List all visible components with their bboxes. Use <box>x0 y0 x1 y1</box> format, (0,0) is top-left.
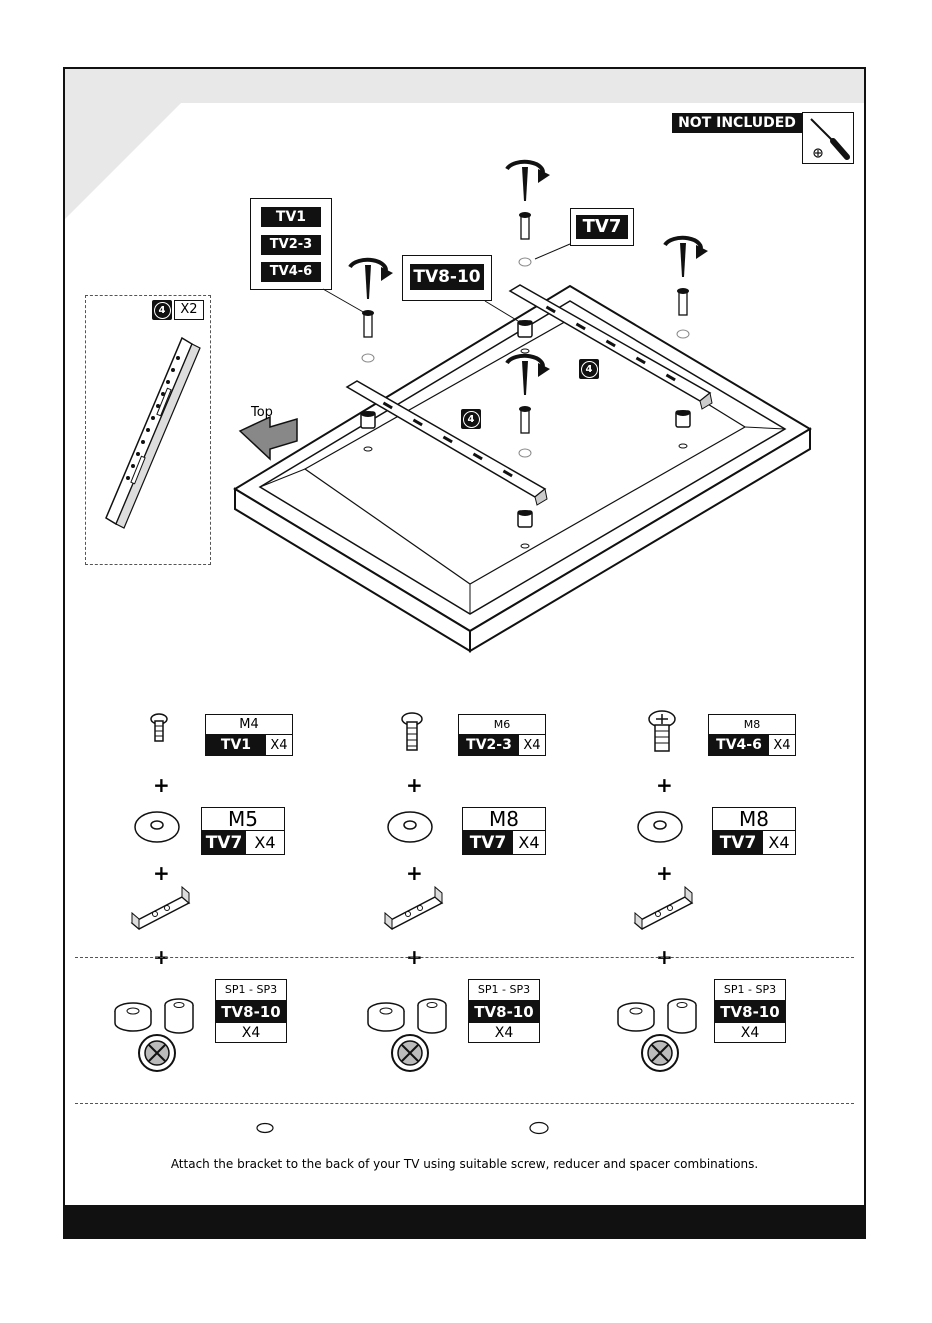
screw-icon <box>398 713 438 763</box>
washer-tv-label: TV7 <box>202 831 246 854</box>
instruction-text: Attach the bracket to the back of your T… <box>65 1157 864 1171</box>
washer-size: M5 <box>202 808 284 831</box>
screw-size: M4 <box>206 715 292 735</box>
spacer-range: SP1 - SP3 <box>469 980 539 1001</box>
plus-sign: + <box>153 775 170 795</box>
screw-qty: X4 <box>266 735 292 755</box>
spacer-qty: X4 <box>715 1023 785 1043</box>
bottom-band <box>65 1205 864 1237</box>
spacer-spec: SP1 - SP3 TV8-10 X4 <box>468 979 540 1043</box>
separator-line <box>75 1103 854 1104</box>
washer-qty: X4 <box>513 831 545 854</box>
spacer-qty: X4 <box>216 1023 286 1043</box>
washer-icon <box>386 807 436 847</box>
hardware-column-3: M8 TV4-6 X4 + M8 TV7 X4 + + <box>608 699 858 1079</box>
screw-tv-label: TV2-3 <box>459 735 519 755</box>
plus-sign: + <box>406 863 423 883</box>
screw-tv-label: TV4-6 <box>709 735 769 755</box>
spacer-tv-label: TV8-10 <box>216 1001 286 1023</box>
bracket-clip-icon <box>380 883 450 933</box>
spacer-range: SP1 - SP3 <box>216 980 286 1001</box>
washer-tv-label: TV7 <box>463 831 513 854</box>
washer-spec: M8 TV7 X4 <box>712 807 796 855</box>
bracket-clip-icon <box>127 883 197 933</box>
screw-spec: M4 TV1 X4 <box>205 714 293 756</box>
hole-marker-icon <box>255 1122 275 1134</box>
washer-qty: X4 <box>763 831 795 854</box>
instruction-page: NOT INCLUDED TV1 TV2-3 TV4-6 TV7 TV8-10 … <box>63 67 866 1239</box>
screw-size: M6 <box>459 715 545 735</box>
hardware-column-1: M4 TV1 X4 + M5 TV7 X4 + + <box>105 699 355 1079</box>
spacer-set-icon <box>616 983 706 1073</box>
plus-sign: + <box>153 863 170 883</box>
washer-qty: X4 <box>246 831 284 854</box>
separator-line <box>75 957 854 958</box>
screw-tv-label: TV1 <box>206 735 266 755</box>
hole-marker-icon <box>528 1121 550 1135</box>
tv-back-diagram <box>65 69 866 669</box>
washer-spec: M8 TV7 X4 <box>462 807 546 855</box>
washer-icon <box>133 807 183 847</box>
screw-size: M8 <box>709 715 795 735</box>
screw-spec: M8 TV4-6 X4 <box>708 714 796 756</box>
bracket-number-badge-left: 4 <box>461 409 481 429</box>
spacer-tv-label: TV8-10 <box>469 1001 539 1023</box>
screw-spec: M6 TV2-3 X4 <box>458 714 546 756</box>
spacer-tv-label: TV8-10 <box>715 1001 785 1023</box>
screw-qty: X4 <box>769 735 795 755</box>
spacer-spec: SP1 - SP3 TV8-10 X4 <box>215 979 287 1043</box>
spacer-set-icon <box>113 983 203 1073</box>
screw-icon <box>145 713 185 753</box>
direction-label: Top <box>251 405 273 420</box>
plus-sign: + <box>406 775 423 795</box>
spacer-qty: X4 <box>469 1023 539 1043</box>
hardware-column-2: M6 TV2-3 X4 + M8 TV7 X4 + + <box>358 699 608 1079</box>
washer-size: M8 <box>463 808 545 831</box>
bracket-clip-icon <box>630 883 700 933</box>
spacer-range: SP1 - SP3 <box>715 980 785 1001</box>
washer-icon <box>636 807 686 847</box>
plus-sign: + <box>656 775 673 795</box>
plus-sign: + <box>656 863 673 883</box>
washer-tv-label: TV7 <box>713 831 763 854</box>
screw-icon <box>644 711 688 761</box>
spacer-spec: SP1 - SP3 TV8-10 X4 <box>714 979 786 1043</box>
spacer-set-icon <box>366 983 456 1073</box>
bracket-number-badge-right: 4 <box>579 359 599 379</box>
washer-size: M8 <box>713 808 795 831</box>
washer-spec: M5 TV7 X4 <box>201 807 285 855</box>
screw-qty: X4 <box>519 735 545 755</box>
